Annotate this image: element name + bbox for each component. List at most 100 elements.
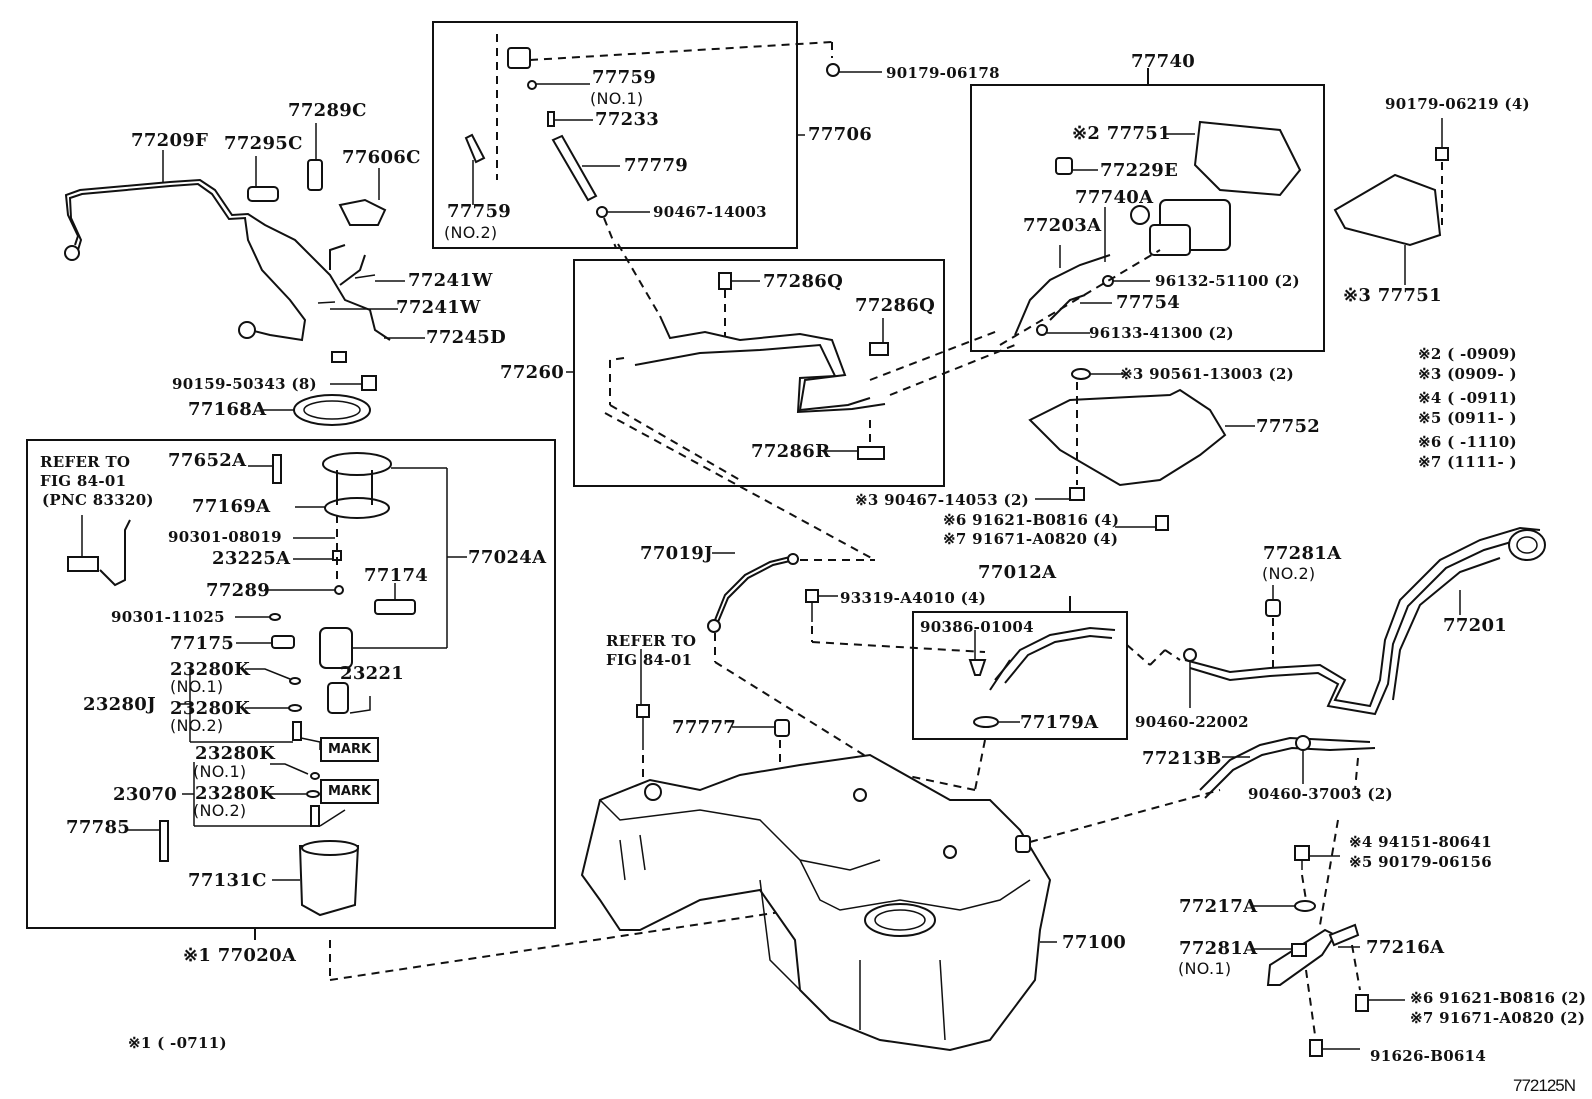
label-77245D: 77245D [426, 327, 507, 348]
label-77024A: 77024A [468, 547, 547, 568]
refer-to-fig-line1: REFER TO [40, 453, 131, 471]
label-91626-B0614: 91626-B0614 [1370, 1047, 1487, 1065]
refer-to-fig-line3: (PNC 83320) [42, 491, 154, 509]
label-23221: 23221 [340, 663, 405, 684]
label-77779: 77779 [624, 155, 689, 176]
label-23280K-c: 23280K [195, 743, 276, 764]
label-77241W-2: 77241W [396, 297, 481, 318]
label-91621-B0816-2: ※6 91621-B0816 (2) [1410, 989, 1587, 1007]
label-91671-A0820-4: ※7 91671-A0820 (4) [943, 530, 1119, 548]
label-23280K-d: 23280K [195, 783, 276, 804]
label-23225A: 23225A [212, 548, 291, 569]
label-77751-note3: ※3 77751 [1343, 285, 1442, 306]
label-77179A: 77179A [1020, 712, 1099, 733]
label-77286Q-2: 77286Q [855, 295, 936, 316]
label-23280K-b-sub: (NO.2) [170, 716, 224, 735]
label-77759-no1-sub: (NO.1) [590, 89, 644, 108]
label-77229E: 77229E [1100, 160, 1179, 181]
label-90467-14003: 90467-14003 [653, 203, 767, 221]
label-93319-A4010: 93319-A4010 (4) [840, 589, 987, 607]
label-77295C: 77295C [224, 133, 303, 154]
label-77201: 77201 [1443, 615, 1508, 636]
label-90179-06219: 90179-06219 (4) [1385, 95, 1530, 113]
label-77740: 77740 [1131, 51, 1196, 72]
label-96132-51100: 96132-51100 (2) [1155, 272, 1300, 290]
label-77020A: ※1 77020A [183, 945, 297, 966]
label-77777: 77777 [672, 717, 737, 738]
label-91621-B0816-4: ※6 91621-B0816 (4) [943, 511, 1120, 529]
label-77706: 77706 [808, 124, 873, 145]
label-77175: 77175 [170, 633, 235, 654]
label-77751-note2: ※2 77751 [1072, 123, 1171, 144]
label-77652A: 77652A [168, 450, 247, 471]
mark-callout-2: MARK [320, 779, 380, 804]
label-77281A-no1: 77281A [1179, 938, 1258, 959]
label-90301-11025: 90301-11025 [111, 608, 225, 626]
label-77606C: 77606C [342, 147, 421, 168]
label-90460-22002: 90460-22002 [1135, 713, 1249, 731]
figure-id: 772125N [1513, 1076, 1576, 1095]
label-77281A-no1-sub: (NO.1) [1178, 959, 1232, 978]
label-77759-no2-sub: (NO.2) [444, 223, 498, 242]
label-77281A-no2-sub: (NO.2) [1262, 564, 1316, 583]
label-90179-06178: 90179-06178 [886, 64, 1000, 82]
label-77216A: 77216A [1366, 937, 1445, 958]
label-77286R: 77286R [751, 441, 831, 462]
label-77019J: 77019J [640, 543, 713, 564]
label-77740A: 77740A [1075, 187, 1154, 208]
footnote-3: ※3 (0909- ) [1418, 365, 1517, 383]
label-23280K-c-sub: (NO.1) [193, 762, 247, 781]
label-77012A: 77012A [978, 562, 1057, 583]
label-90386-01004: 90386-01004 [920, 618, 1034, 636]
label-77131C: 77131C [188, 870, 267, 891]
footnote-1: ※1 ( -0711) [128, 1034, 227, 1052]
refer-to-fig-line2: FIG 84-01 [40, 472, 127, 490]
label-77174: 77174 [364, 565, 429, 586]
label-23070: 23070 [113, 784, 178, 805]
label-96133-41300: 96133-41300 (2) [1089, 324, 1234, 342]
label-23280K-a-sub: (NO.1) [170, 677, 224, 696]
label-23280K-d-sub: (NO.2) [193, 801, 247, 820]
fuel-tank-77100 [580, 753, 1052, 1052]
label-77209F: 77209F [131, 130, 209, 151]
label-77754: 77754 [1116, 292, 1181, 313]
label-90467-14053: ※3 90467-14053 (2) [855, 491, 1030, 509]
fuel-pump-assembly-box [26, 439, 556, 929]
label-77241W-1: 77241W [408, 270, 493, 291]
label-77281A-no2: 77281A [1263, 543, 1342, 564]
footnote-5: ※5 (0911- ) [1418, 409, 1517, 427]
label-23280K-a: 23280K [170, 659, 251, 680]
label-77289C: 77289C [288, 100, 367, 121]
footnote-7: ※7 (1111- ) [1418, 453, 1517, 471]
label-94151-80641: ※4 94151-80641 [1349, 833, 1493, 851]
label-90159-50343: 90159-50343 (8) [172, 375, 317, 393]
label-90561-13003: ※3 90561-13003 (2) [1120, 365, 1295, 383]
wire-harness-77209F [64, 159, 391, 363]
label-77759-no2: 77759 [447, 201, 512, 222]
footnote-6: ※6 ( -1110) [1418, 433, 1517, 451]
label-77217A: 77217A [1179, 896, 1258, 917]
mark-callout-1: MARK [320, 737, 380, 762]
footnote-4: ※4 ( -0911) [1418, 389, 1517, 407]
label-77759-no1: 77759 [592, 67, 657, 88]
label-23280J: 23280J [83, 694, 156, 715]
label-23280K-b: 23280K [170, 698, 251, 719]
label-77168A: 77168A [188, 399, 267, 420]
fuel-inlet-set-box [912, 611, 1128, 740]
footnote-2: ※2 ( -0909) [1418, 345, 1517, 363]
label-91671-A0820-2: ※7 91671-A0820 (2) [1410, 1009, 1586, 1027]
label-77203A: 77203A [1023, 215, 1102, 236]
label-77100: 77100 [1062, 932, 1127, 953]
label-77752: 77752 [1256, 416, 1321, 437]
label-77169A: 77169A [192, 496, 271, 517]
label-77233: 77233 [595, 109, 660, 130]
label-77260: 77260 [500, 362, 565, 383]
label-77286Q-1: 77286Q [763, 271, 844, 292]
label-90301-08019: 90301-08019 [168, 528, 282, 546]
label-77289: 77289 [206, 580, 271, 601]
label-77213B: 77213B [1142, 748, 1222, 769]
refer-to-fig-center-line2: FIG 84-01 [606, 651, 693, 669]
label-90460-37003: 90460-37003 (2) [1248, 785, 1393, 803]
refer-to-fig-center-line1: REFER TO [606, 632, 697, 650]
